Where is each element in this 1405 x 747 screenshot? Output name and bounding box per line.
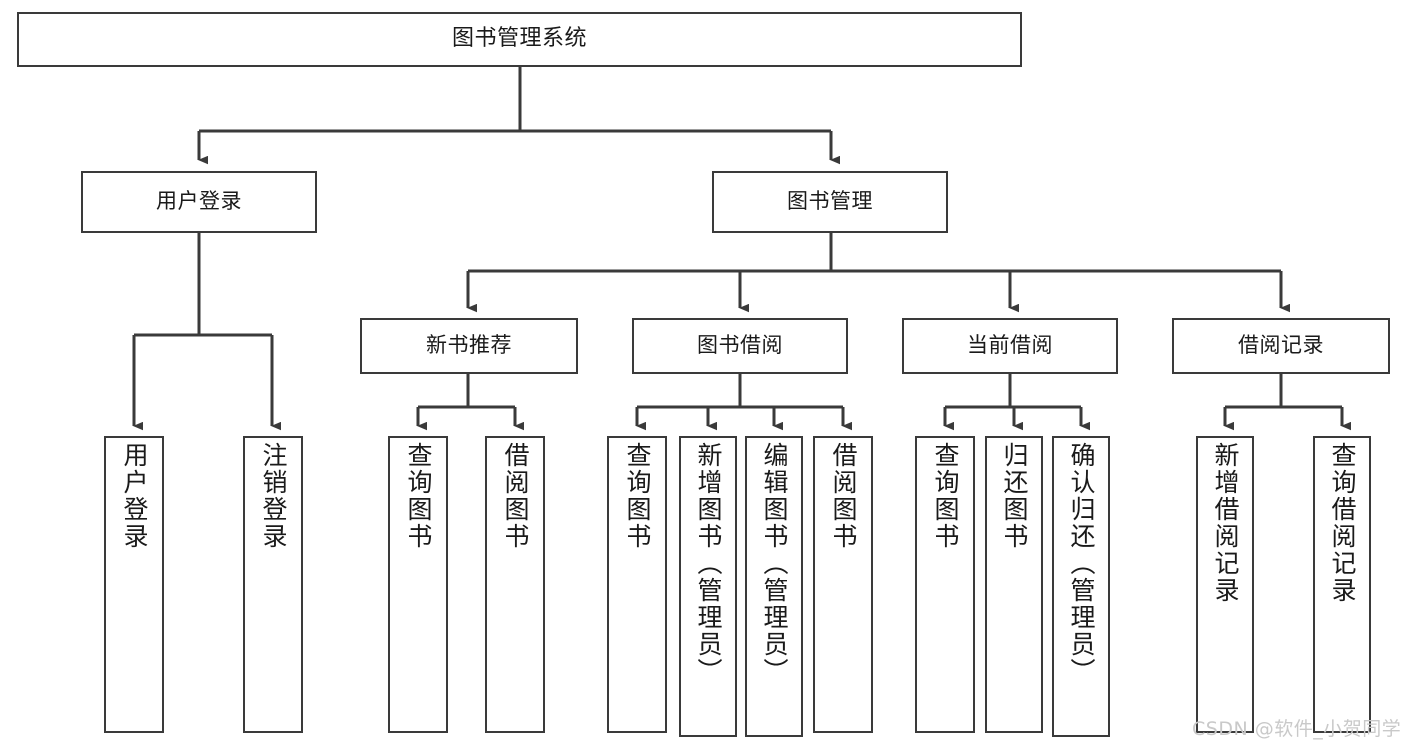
leaf-user-login-label: 用户登录 [120, 442, 149, 550]
leaf-query-books-current-label: 查询图书 [931, 442, 960, 550]
leaf-query-borrow-record-label: 查询借阅记录 [1328, 442, 1357, 604]
node-book-management-label: 图书管理 [787, 189, 873, 214]
node-current-borrowing[interactable]: 当前借阅 [902, 318, 1118, 374]
leaf-borrow-books-borrowing-label: 借阅图书 [829, 442, 858, 550]
leaf-borrow-books-recommendation[interactable]: 借阅图书 [485, 436, 545, 733]
leaf-add-book-admin[interactable]: 新增图书（管理员） [679, 436, 737, 737]
leaf-query-books-borrowing-label: 查询图书 [623, 442, 652, 550]
leaf-query-books-borrowing[interactable]: 查询图书 [607, 436, 667, 733]
node-borrowing-record[interactable]: 借阅记录 [1172, 318, 1390, 374]
leaf-query-books-recommendation[interactable]: 查询图书 [388, 436, 448, 733]
node-new-book-recommendation[interactable]: 新书推荐 [360, 318, 578, 374]
node-book-management[interactable]: 图书管理 [712, 171, 948, 233]
leaf-query-borrow-record[interactable]: 查询借阅记录 [1313, 436, 1371, 733]
node-user-login[interactable]: 用户登录 [81, 171, 317, 233]
leaf-logout[interactable]: 注销登录 [243, 436, 303, 733]
node-book-borrowing[interactable]: 图书借阅 [632, 318, 848, 374]
leaf-query-books-current[interactable]: 查询图书 [915, 436, 975, 733]
leaf-query-books-recommendation-label: 查询图书 [404, 442, 433, 550]
leaf-return-books[interactable]: 归还图书 [985, 436, 1043, 733]
node-borrowing-record-label: 借阅记录 [1238, 333, 1324, 358]
leaf-user-login[interactable]: 用户登录 [104, 436, 164, 733]
leaf-logout-label: 注销登录 [259, 442, 288, 550]
node-book-borrowing-label: 图书借阅 [697, 333, 783, 358]
leaf-confirm-return-admin[interactable]: 确认归还（管理员） [1052, 436, 1110, 737]
node-root-label: 图书管理系统 [451, 26, 587, 52]
leaf-add-borrow-record-label: 新增借阅记录 [1211, 442, 1240, 604]
leaf-borrow-books-recommendation-label: 借阅图书 [501, 442, 530, 550]
leaf-return-books-label: 归还图书 [1000, 442, 1029, 550]
node-new-book-recommendation-label: 新书推荐 [426, 333, 512, 358]
leaf-edit-book-admin[interactable]: 编辑图书（管理员） [745, 436, 803, 737]
leaf-edit-book-admin-label: 编辑图书（管理员） [760, 442, 789, 685]
node-user-login-label: 用户登录 [156, 189, 242, 214]
node-current-borrowing-label: 当前借阅 [967, 333, 1053, 358]
leaf-borrow-books-borrowing[interactable]: 借阅图书 [813, 436, 873, 733]
node-root[interactable]: 图书管理系统 [17, 12, 1022, 67]
leaf-add-borrow-record[interactable]: 新增借阅记录 [1196, 436, 1254, 733]
leaf-confirm-return-admin-label: 确认归还（管理员） [1067, 442, 1096, 685]
leaf-add-book-admin-label: 新增图书（管理员） [694, 442, 723, 685]
